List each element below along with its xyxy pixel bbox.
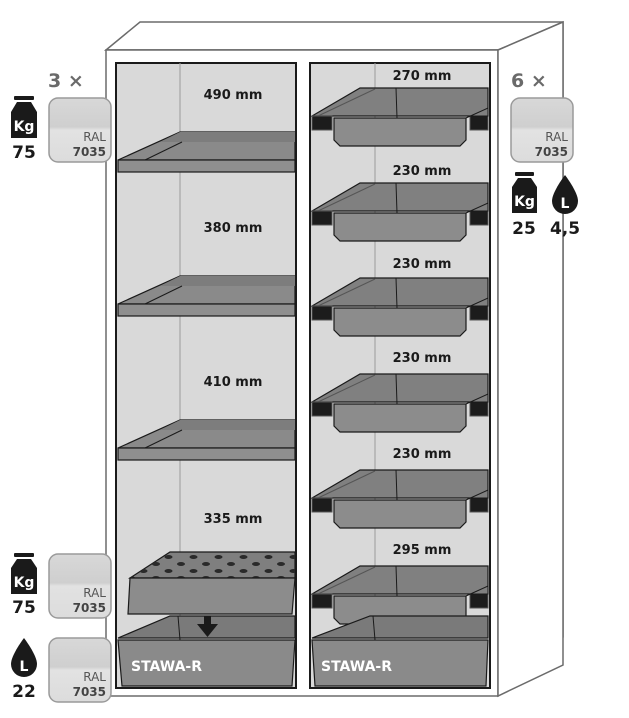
sump-label: STAWA-R <box>131 659 202 675</box>
grate-load-value: 75 <box>12 598 36 618</box>
drawer-load-value: 25 <box>512 219 536 239</box>
weight-kg-icon: Kg <box>11 553 37 594</box>
height-label: 380 mm <box>204 221 263 236</box>
liquid-drop-icon: L <box>552 175 578 214</box>
sump-label: STAWA-R <box>321 659 392 675</box>
height-label: 410 mm <box>204 375 263 390</box>
svg-text:Kg: Kg <box>514 194 535 210</box>
drawer-rail <box>469 497 489 513</box>
drawer-rail <box>469 210 489 226</box>
height-label: 490 mm <box>204 88 263 103</box>
height-label: 230 mm <box>393 447 452 462</box>
drawer-rail <box>311 593 333 609</box>
drawer-front <box>333 307 467 337</box>
drawer-count: 6 × <box>511 70 547 92</box>
drawer-front <box>333 117 467 147</box>
drawer <box>309 182 489 242</box>
shelf <box>117 275 296 317</box>
svg-text:7035: 7035 <box>535 145 568 159</box>
drawer-rail <box>469 305 489 321</box>
shelf-load-value: 75 <box>12 143 36 163</box>
right-compartment <box>309 62 491 689</box>
height-label: 230 mm <box>393 257 452 272</box>
drawer-front <box>333 499 467 529</box>
weight-kg-icon: Kg <box>512 172 537 213</box>
left-compartment <box>115 62 297 689</box>
ral-color-badge: RAL 7035 <box>48 553 112 619</box>
svg-text:Kg: Kg <box>14 575 35 591</box>
ral-color-badge: RAL 7035 <box>510 97 574 163</box>
drawer-front <box>333 212 467 242</box>
drawer-rail <box>311 305 333 321</box>
svg-text:7035: 7035 <box>73 685 106 699</box>
svg-text:RAL: RAL <box>545 130 568 144</box>
svg-text:RAL: RAL <box>83 586 106 600</box>
drawer-volume-value: 4,5 <box>550 219 580 239</box>
drawer-front <box>333 403 467 433</box>
svg-text:L: L <box>20 659 29 675</box>
svg-text:7035: 7035 <box>73 145 106 159</box>
shelf <box>117 131 296 173</box>
drawer <box>309 469 489 529</box>
svg-text:7035: 7035 <box>73 601 106 615</box>
sump-tray-right <box>311 615 489 687</box>
svg-text:Kg: Kg <box>14 119 35 135</box>
drawer-rail <box>311 497 333 513</box>
drawer-rail <box>311 115 333 131</box>
drawer-rail <box>469 115 489 131</box>
svg-text:L: L <box>561 196 570 212</box>
height-label: 230 mm <box>393 351 452 366</box>
sump-volume-value: 22 <box>12 682 36 702</box>
drawer <box>309 87 489 147</box>
liquid-drop-icon: L <box>11 638 37 677</box>
height-label: 295 mm <box>393 543 452 558</box>
shelf-count: 3 × <box>48 70 84 92</box>
drawer <box>309 277 489 337</box>
drawer-rail <box>311 210 333 226</box>
drawer-rail <box>469 401 489 417</box>
drawer <box>309 373 489 433</box>
height-label: 230 mm <box>393 164 452 179</box>
height-label: 335 mm <box>204 512 263 527</box>
drawer-rail <box>311 401 333 417</box>
svg-text:RAL: RAL <box>83 670 106 684</box>
arrow-down-icon <box>197 616 218 637</box>
svg-text:RAL: RAL <box>83 130 106 144</box>
drawer-rail <box>469 593 489 609</box>
shelf <box>117 419 296 461</box>
weight-kg-icon: Kg <box>11 96 37 138</box>
ral-color-badge: RAL 7035 <box>48 637 112 703</box>
perforated-grate <box>127 551 296 615</box>
height-label: 270 mm <box>393 69 452 84</box>
ral-color-badge: RAL 7035 <box>48 97 112 163</box>
